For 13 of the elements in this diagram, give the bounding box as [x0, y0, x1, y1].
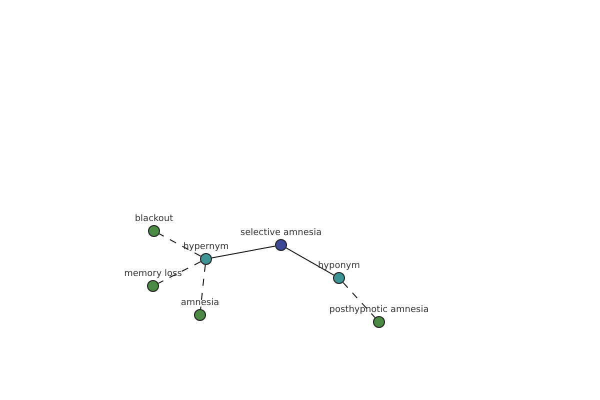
connector-line — [158, 233, 202, 257]
node-label: selective amnesia — [240, 228, 322, 239]
node-label: posthypnotic amnesia — [329, 305, 429, 316]
node-label: amnesia — [180, 298, 220, 309]
connector-line — [286, 247, 334, 276]
node-label: hypernym — [183, 242, 229, 253]
node-label: blackout — [134, 214, 174, 225]
connector-line — [342, 282, 376, 318]
node-label: memory loss — [124, 269, 182, 280]
connector-line — [158, 261, 202, 284]
connector-line — [211, 246, 276, 258]
connector-line — [200, 264, 206, 310]
node-label: hyponym — [318, 261, 360, 272]
